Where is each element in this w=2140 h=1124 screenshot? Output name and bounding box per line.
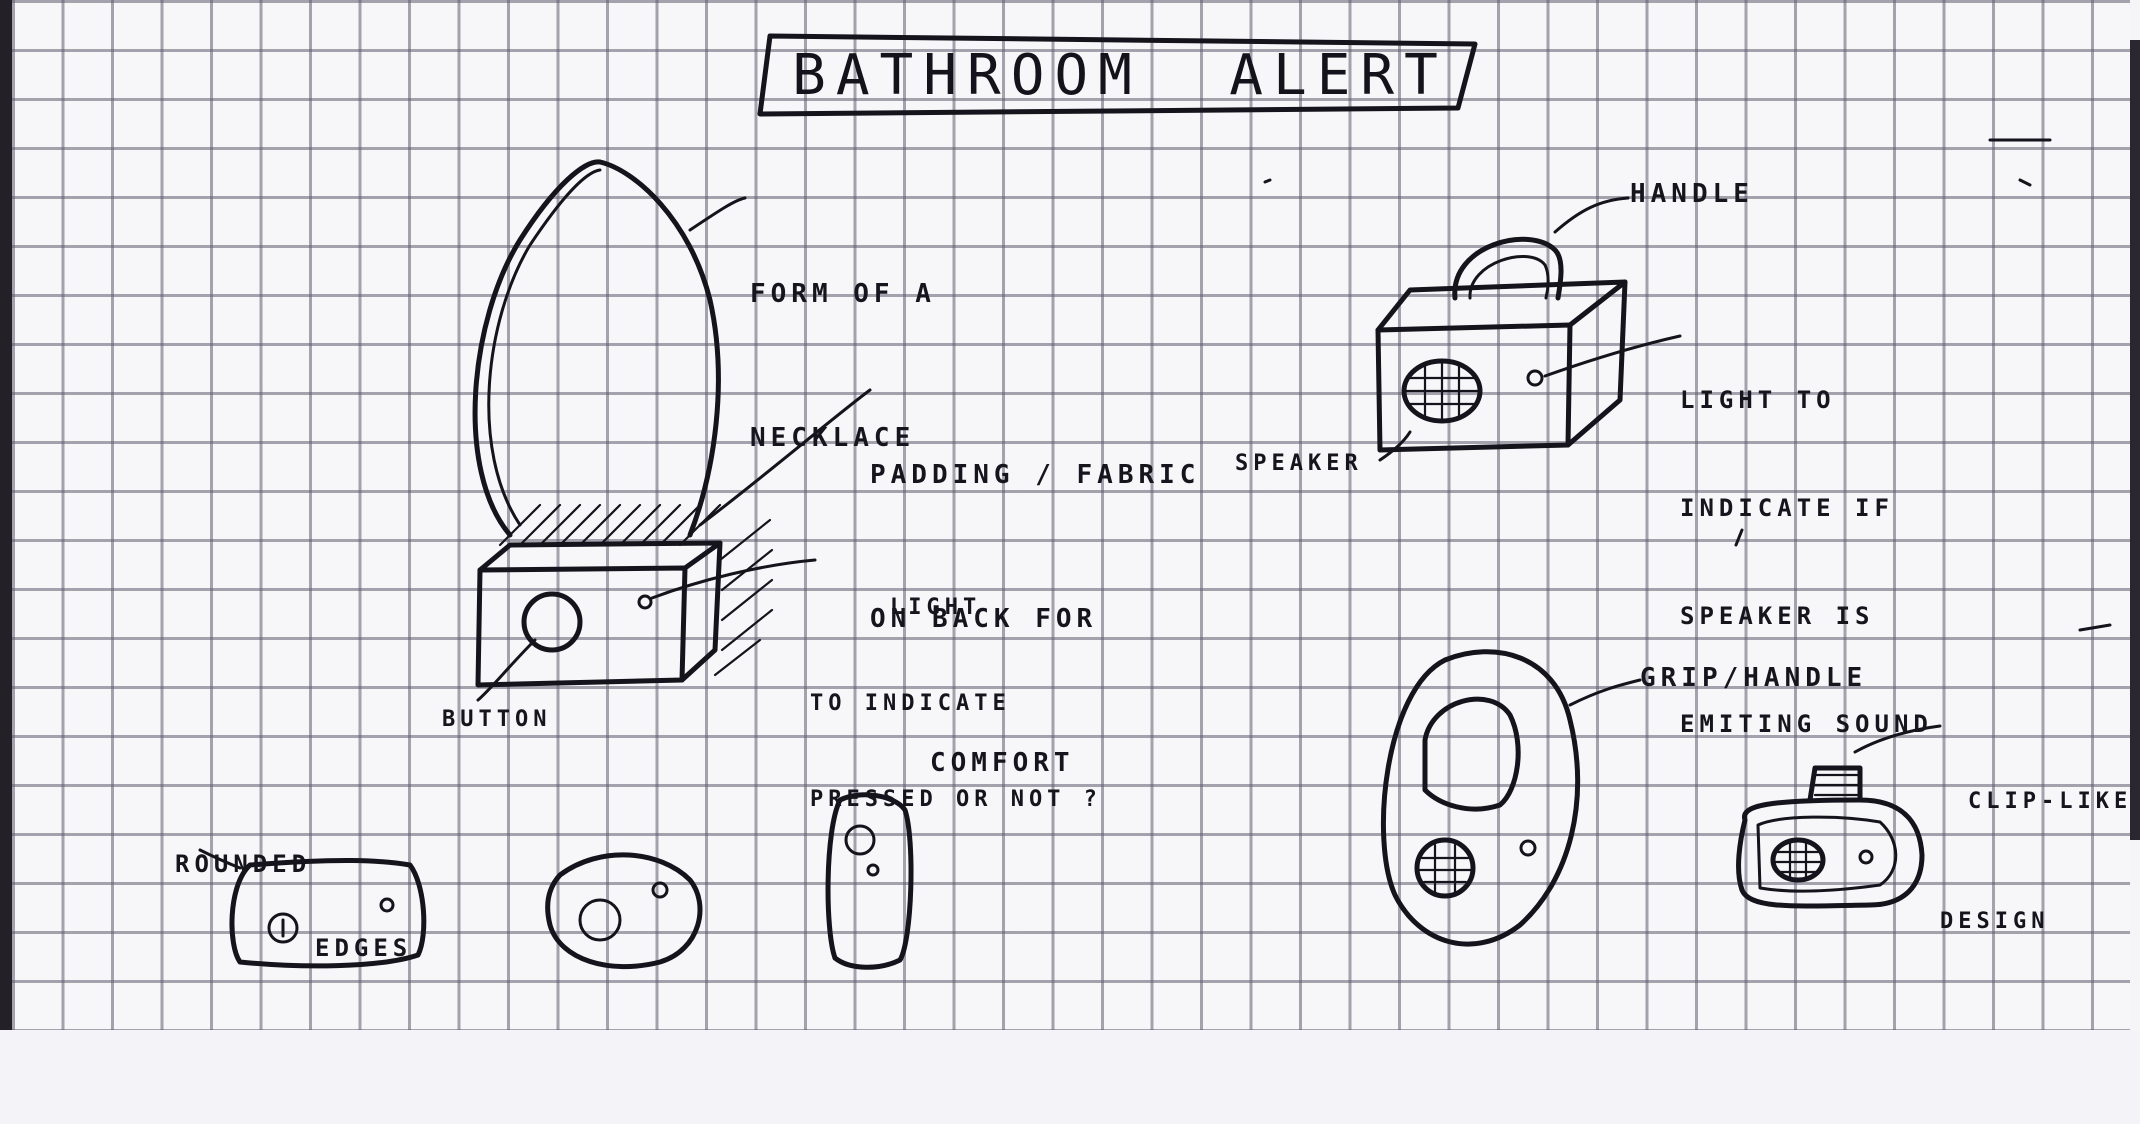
grip-pendant-outline	[1383, 652, 1577, 944]
label-line: TO INDICATE	[810, 688, 1102, 720]
button-pointer	[478, 640, 535, 700]
oval-light	[653, 883, 667, 897]
clip-speaker-inner	[1758, 817, 1896, 891]
label-speaker-light: LIGHT TO INDICATE IF SPEAKER IS EMITING …	[1680, 310, 1933, 814]
label-line: FORM OF A	[750, 270, 936, 318]
clip-indicator-light	[1860, 851, 1872, 863]
label-line: PADDING / FABRIC	[870, 451, 1200, 499]
grip-speaker-mesh	[1420, 845, 1470, 892]
label-line: EDGES	[175, 934, 412, 962]
speaker-box-top	[1378, 282, 1625, 330]
label-line: INDICATE IF	[1680, 490, 1933, 526]
stray-mark	[2080, 625, 2110, 630]
speaker-box-front	[1378, 325, 1570, 450]
label-speaker: SPEAKER	[1235, 440, 1363, 488]
necklace-loop-inner	[489, 170, 600, 525]
speaker-handle-inner	[1470, 256, 1548, 298]
button-box-top	[480, 543, 720, 570]
necklace-loop	[475, 162, 718, 535]
label-line: PRESSED OR NOT ?	[810, 784, 1102, 816]
label-line: LIGHT	[810, 592, 1102, 624]
speaker-pointer	[1380, 432, 1410, 460]
clip-speaker-mesh	[1776, 842, 1820, 878]
label-line: DESIGN	[1940, 902, 2132, 942]
grip-pendant-opening	[1425, 699, 1518, 809]
label-button: BUTTON	[442, 696, 551, 744]
grip-speaker-grill	[1417, 840, 1473, 896]
label-clip: CLIP-LIKE DESIGN	[1940, 702, 2132, 1022]
necklace-pointer	[690, 198, 745, 230]
grip-pointer	[1570, 680, 1640, 705]
oval-variant	[548, 855, 700, 967]
handle-pointer	[1555, 198, 1628, 232]
label-line: SPEAKER IS	[1680, 598, 1933, 634]
label-handle: HANDLE	[1630, 170, 1754, 218]
label-rounded-edges: ROUNDED EDGES	[175, 794, 412, 1018]
indicator-light	[639, 596, 651, 608]
stray-mark	[1265, 180, 1270, 182]
label-line: EMITING SOUND	[1680, 706, 1933, 742]
speaker-light-pointer	[1545, 336, 1680, 376]
label-line: ROUNDED	[175, 850, 412, 878]
label-line: CLIP-LIKE	[1940, 782, 2132, 822]
label-grip-handle: GRIP/HANDLE	[1640, 654, 1867, 702]
page-title: BATHROOM ALERT	[775, 40, 1465, 112]
label-line: LIGHT TO	[1680, 382, 1933, 418]
speaker-indicator-light	[1528, 371, 1542, 385]
oval-button	[580, 900, 620, 940]
label-light: LIGHT TO INDICATE PRESSED OR NOT ?	[810, 528, 1102, 880]
stray-mark	[2020, 180, 2030, 185]
clip-speaker-grill	[1773, 840, 1823, 880]
grip-indicator-light	[1521, 841, 1535, 855]
